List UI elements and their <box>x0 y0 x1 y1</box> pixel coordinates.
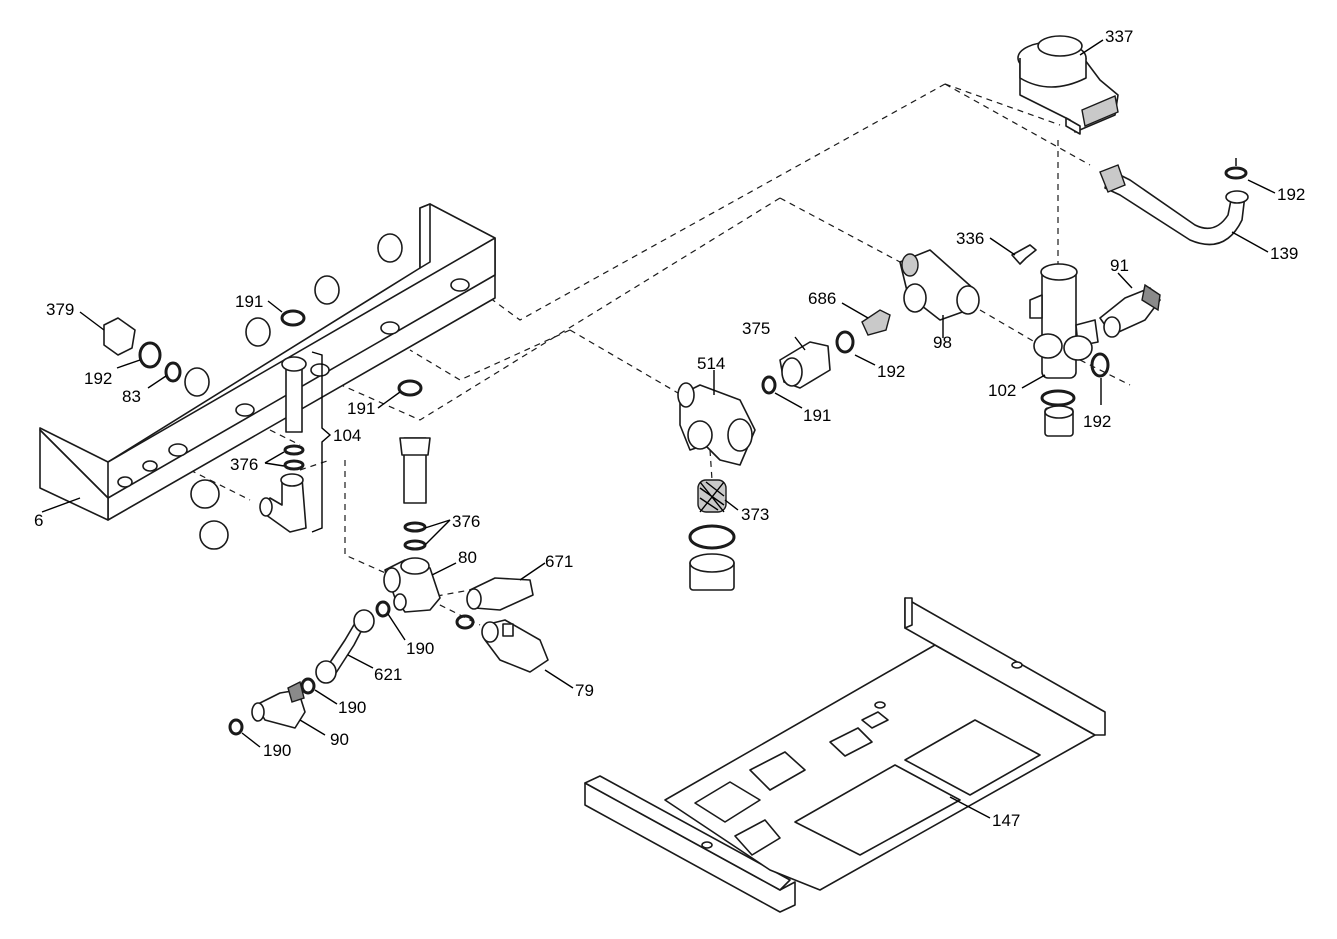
part-104-elbow <box>259 473 307 533</box>
part-191-washer-lower <box>397 379 423 397</box>
label-90: 90 <box>330 730 349 749</box>
label-375: 375 <box>742 319 770 338</box>
part-147-frame <box>584 597 1106 913</box>
part-373-oring <box>688 524 736 550</box>
part-192-washer-right <box>1090 352 1110 378</box>
part-373-filter <box>697 479 727 513</box>
label-192-right: 192 <box>1083 412 1111 431</box>
part-686-clip <box>861 309 891 336</box>
part-98-tee <box>899 249 980 321</box>
assembly-dashed-lines <box>189 83 1131 626</box>
label-336: 336 <box>956 229 984 248</box>
label-91: 91 <box>1110 256 1129 275</box>
label-192-left: 192 <box>84 369 112 388</box>
part-671-fitting <box>466 577 534 611</box>
label-191-lower: 191 <box>347 399 375 418</box>
leader-lines <box>41 39 1276 819</box>
label-190-c: 190 <box>263 741 291 760</box>
label-83: 83 <box>122 387 141 406</box>
part-376-oring-a <box>283 444 305 456</box>
part-79-tap <box>481 619 549 673</box>
part-80-oring <box>455 614 475 630</box>
label-191-mid: 191 <box>803 406 831 425</box>
label-376-left: 376 <box>230 455 258 474</box>
part-191-washer-left <box>280 309 306 327</box>
part-192-washer-top <box>1224 158 1248 180</box>
part-375-nut <box>779 341 831 389</box>
label-6: 6 <box>34 511 43 530</box>
label-147: 147 <box>992 811 1020 830</box>
part-83-washer <box>164 361 182 383</box>
label-102: 102 <box>988 381 1016 400</box>
part-621-nut-bottom <box>315 660 337 684</box>
part-376-oring-d <box>403 539 427 551</box>
label-98: 98 <box>933 333 952 352</box>
label-376-right: 376 <box>452 512 480 531</box>
part-102-oring <box>1040 389 1076 407</box>
label-379: 379 <box>46 300 74 319</box>
label-621: 621 <box>374 665 402 684</box>
part-336-clip <box>1011 244 1037 265</box>
bracket-nuts <box>184 233 403 397</box>
part-102-nipple <box>1044 405 1074 437</box>
part-104-bracket-brace <box>311 351 332 533</box>
label-514: 514 <box>697 354 725 373</box>
label-80: 80 <box>458 548 477 567</box>
left-fittings <box>190 479 229 550</box>
part-192-washer-left <box>138 341 162 369</box>
part-376-oring-b <box>283 459 305 471</box>
label-79: 79 <box>575 681 594 700</box>
label-139: 139 <box>1270 244 1298 263</box>
part-337-motor <box>1017 35 1119 135</box>
part-104-pipe <box>281 356 307 433</box>
part-139-pipe <box>1099 164 1249 246</box>
label-337: 337 <box>1105 27 1133 46</box>
part-514-tee <box>677 382 756 466</box>
label-191-left: 191 <box>235 292 263 311</box>
part-192-washer-mid <box>835 330 855 354</box>
part-80-valve-body <box>383 557 441 613</box>
label-104: 104 <box>333 426 361 445</box>
part-91-valve <box>1099 283 1161 338</box>
part-376-oring-c <box>403 521 427 533</box>
label-686: 686 <box>808 289 836 308</box>
part-621-nut-top <box>353 609 375 633</box>
part-376-standpipe <box>399 437 431 504</box>
part-190-washer-c <box>228 718 244 736</box>
part-90-drain-tap <box>251 680 306 729</box>
label-671: 671 <box>545 552 573 571</box>
part-190-washer-a <box>375 600 391 618</box>
label-373: 373 <box>741 505 769 524</box>
label-190-a: 190 <box>406 639 434 658</box>
label-190-b: 190 <box>338 698 366 717</box>
part-190-washer-b <box>300 677 316 695</box>
part-191-washer-mid <box>761 375 777 395</box>
part-labels: 337 192 139 336 91 686 375 98 192 102 19… <box>34 27 1305 830</box>
label-192-top: 192 <box>1277 185 1305 204</box>
part-379-plug <box>103 317 136 356</box>
label-192-mid: 192 <box>877 362 905 381</box>
part-373-nipple <box>689 553 735 591</box>
part-102-manifold <box>1029 263 1099 379</box>
